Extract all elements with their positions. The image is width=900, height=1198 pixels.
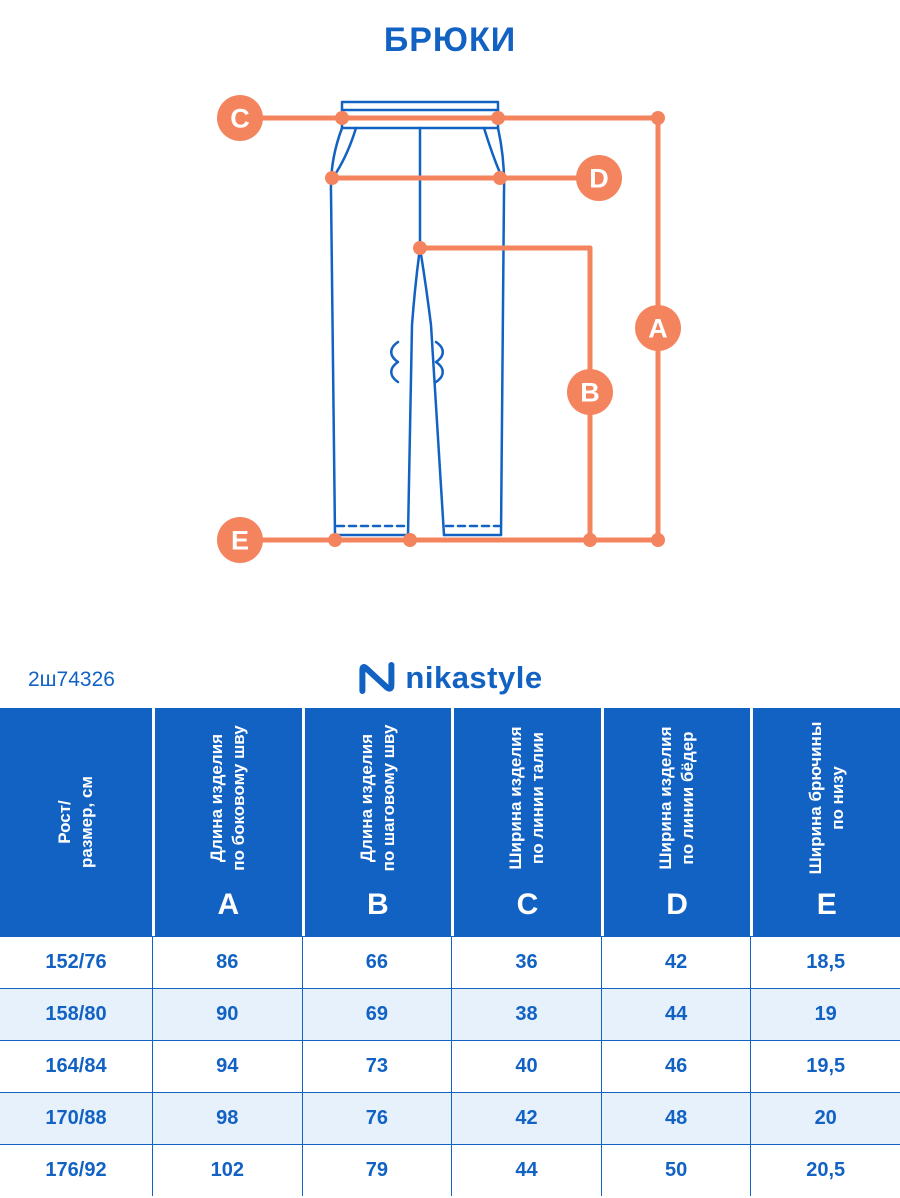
left-side-seam	[329, 126, 344, 537]
cell-170/88-C: 42	[452, 1093, 601, 1144]
cell-176/92-C: 44	[452, 1145, 601, 1196]
trousers-outline	[329, 100, 506, 537]
cell-176/92-A: 102	[153, 1145, 302, 1196]
cell-164/84-D: 46	[601, 1041, 751, 1092]
trousers-measurement-diagram: C D A B E	[217, 95, 681, 563]
cell-158/80-C: 38	[452, 989, 601, 1040]
measure-badge-e: E	[217, 517, 263, 563]
column-letter-D: D	[666, 888, 688, 921]
cell-158/80-A: 90	[153, 989, 302, 1040]
brand-logo: nikastyle	[357, 660, 542, 696]
measure-label-d: D	[589, 164, 609, 194]
measure-badge-c: C	[217, 95, 263, 141]
row-size-164/84: 164/84	[0, 1041, 152, 1092]
measurement-overlay: C D A B E	[217, 95, 681, 563]
cell-152/76-A: 86	[153, 937, 302, 988]
measure-badge-d: D	[576, 155, 622, 201]
cell-176/92-B: 79	[302, 1145, 452, 1196]
row-size-170/88: 170/88	[0, 1093, 152, 1144]
measure-label-c: C	[230, 104, 250, 134]
measure-badge-b: B	[567, 369, 613, 415]
dot-d-left	[325, 171, 339, 185]
brand-logo-icon	[359, 662, 395, 694]
row-size-158/80: 158/80	[0, 989, 152, 1040]
dot-e-hem-left	[328, 533, 342, 547]
right-side-seam	[496, 126, 506, 537]
waistband	[340, 100, 500, 130]
left-crease	[390, 340, 400, 384]
column-label-D: Ширина изделия по линии бёдер	[656, 726, 698, 870]
cell-170/88-E: 20	[751, 1093, 900, 1144]
size-header-label: Рост/ размер, см	[54, 776, 96, 868]
brand-row: 2ш74326 nikastyle	[0, 600, 900, 708]
cell-158/80-E: 19	[751, 989, 900, 1040]
cell-164/84-A: 94	[153, 1041, 302, 1092]
measure-label-e: E	[231, 526, 249, 556]
page-title: БРЮКИ	[383, 20, 517, 59]
column-letter-A: A	[217, 888, 240, 921]
table-header-grid: Рост/ размер, см Длина изделия по боково…	[0, 708, 900, 936]
cell-158/80-D: 44	[601, 989, 751, 1040]
article-number: 2ш74326	[28, 668, 115, 691]
dot-crotch	[413, 241, 427, 255]
column-letter-E: E	[816, 888, 837, 921]
cell-176/92-D: 50	[601, 1145, 751, 1196]
row-size-152/76: 152/76	[0, 937, 152, 988]
column-letter-B: B	[367, 888, 389, 921]
dot-a-bottom	[651, 533, 665, 547]
dot-b-bottom	[583, 533, 597, 547]
cell-164/84-B: 73	[302, 1041, 452, 1092]
row-size-176/92: 176/92	[0, 1145, 152, 1196]
cell-164/84-E: 19,5	[751, 1041, 900, 1092]
column-label-B: Длина изделия по шаговому шву	[356, 724, 398, 872]
column-header-size: Рост/ размер, см	[0, 708, 152, 936]
right-crease	[434, 340, 444, 384]
column-letter-C: C	[516, 888, 539, 921]
dot-d-right	[493, 171, 507, 185]
measure-label-b: B	[580, 378, 600, 408]
measure-label-a: A	[648, 314, 668, 344]
cell-152/76-B: 66	[302, 937, 452, 988]
cell-164/84-C: 40	[452, 1041, 601, 1092]
brand-logo-text: nikastyle	[405, 660, 543, 695]
left-inseam	[406, 246, 422, 537]
column-label-A: Длина изделия по боковому шву	[207, 725, 249, 871]
cell-152/76-C: 36	[452, 937, 601, 988]
cell-152/76-D: 42	[601, 937, 751, 988]
cell-158/80-B: 69	[302, 989, 452, 1040]
dot-e-hem-right	[403, 533, 417, 547]
column-label-E: Ширина брючины по низу	[805, 721, 847, 875]
cell-176/92-E: 20,5	[751, 1145, 900, 1196]
cell-170/88-D: 48	[601, 1093, 751, 1144]
right-inseam	[418, 246, 446, 537]
measure-badge-a: A	[635, 305, 681, 351]
cell-170/88-B: 76	[302, 1093, 452, 1144]
column-label-C: Ширина изделия по линии талии	[506, 726, 548, 870]
dot-c-right	[491, 111, 505, 125]
dot-c-left	[335, 111, 349, 125]
dot-corner-top-right	[651, 111, 665, 125]
cell-170/88-A: 98	[153, 1093, 302, 1144]
left-pocket	[334, 126, 358, 175]
cell-152/76-E: 18,5	[751, 937, 900, 988]
right-pocket	[482, 126, 502, 175]
